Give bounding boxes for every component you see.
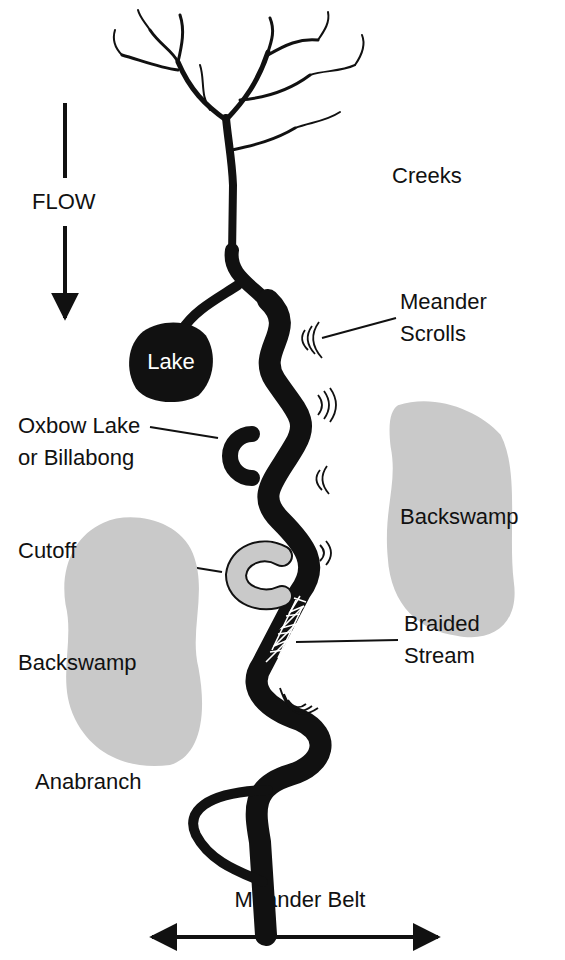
- backswamp-region: Backswamp: [376, 398, 523, 643]
- cutoff: [236, 551, 282, 599]
- cutoff: [236, 551, 282, 599]
- backswamp-label: Backswamp: [18, 650, 137, 676]
- meander-scrolls: [280, 322, 336, 714]
- label-text: Braided Stream: [404, 608, 516, 672]
- lake-label: Lake: [147, 349, 195, 375]
- label-text: Cutoff: [18, 535, 118, 567]
- river-channel: [256, 300, 320, 935]
- label-text: Meander Scrolls: [400, 286, 525, 350]
- lake-region: Lake: [125, 318, 217, 406]
- anabranch: [193, 790, 268, 882]
- creeks: [114, 10, 364, 255]
- label-text: Creeks: [392, 160, 532, 192]
- label-text: Oxbow Lake or Billabong: [18, 410, 160, 474]
- backswamp-outline: [64, 517, 202, 766]
- label-text: Meander Belt: [200, 884, 400, 916]
- label-text: FLOW: [32, 186, 152, 218]
- lake-outline: [129, 322, 213, 402]
- oxbow-lake: [230, 434, 252, 478]
- label-text: Anabranch: [35, 766, 185, 798]
- backswamp-label: Backswamp: [400, 504, 519, 530]
- lake-channel: [182, 285, 238, 330]
- meander-belt-arrow: [152, 935, 438, 939]
